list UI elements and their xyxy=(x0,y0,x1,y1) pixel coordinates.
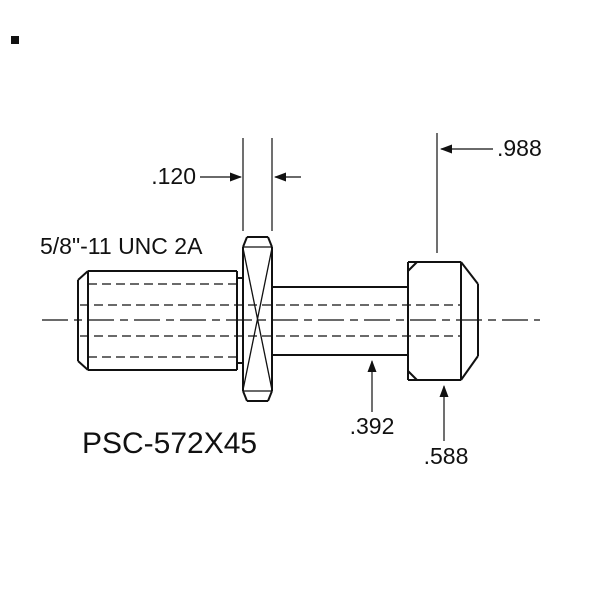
flange xyxy=(242,236,273,402)
flange-chamfer-tl xyxy=(242,236,248,248)
thread-chamfer-bottom xyxy=(77,360,89,371)
corner-scan-mark xyxy=(11,36,19,44)
flange-cross-line-2 xyxy=(242,247,273,391)
thread-spec-label: 5/8"-11 UNC 2A xyxy=(40,233,203,259)
dimension-head-diameter: .588 xyxy=(424,385,469,469)
hidden-bore xyxy=(80,304,460,337)
dim-label-gauge-length: .988 xyxy=(497,135,542,161)
shaft xyxy=(272,286,408,356)
head-chamfer-tr xyxy=(460,261,479,285)
dimension-shaft-diameter: .392 xyxy=(350,360,395,439)
dim-label-shaft-diameter: .392 xyxy=(350,413,395,439)
head xyxy=(407,261,479,381)
flange-chamfer-bl xyxy=(242,390,248,402)
part-number-label: PSC-572X45 xyxy=(82,427,257,460)
flange-chamfer-br xyxy=(267,390,273,402)
threaded-section xyxy=(77,270,243,371)
dim-label-flange-width: .120 xyxy=(151,163,196,189)
dim-label-head-diameter: .588 xyxy=(424,443,469,469)
thread-chamfer-top xyxy=(77,270,89,281)
head-chamfer-br xyxy=(460,355,479,381)
dimension-gauge-length: .988 xyxy=(436,133,542,253)
head-chamfer-bl xyxy=(407,370,418,381)
head-chamfer-tl xyxy=(407,261,418,272)
flange-chamfer-tr xyxy=(267,236,273,248)
dimension-flange-width: .120 xyxy=(151,138,301,231)
